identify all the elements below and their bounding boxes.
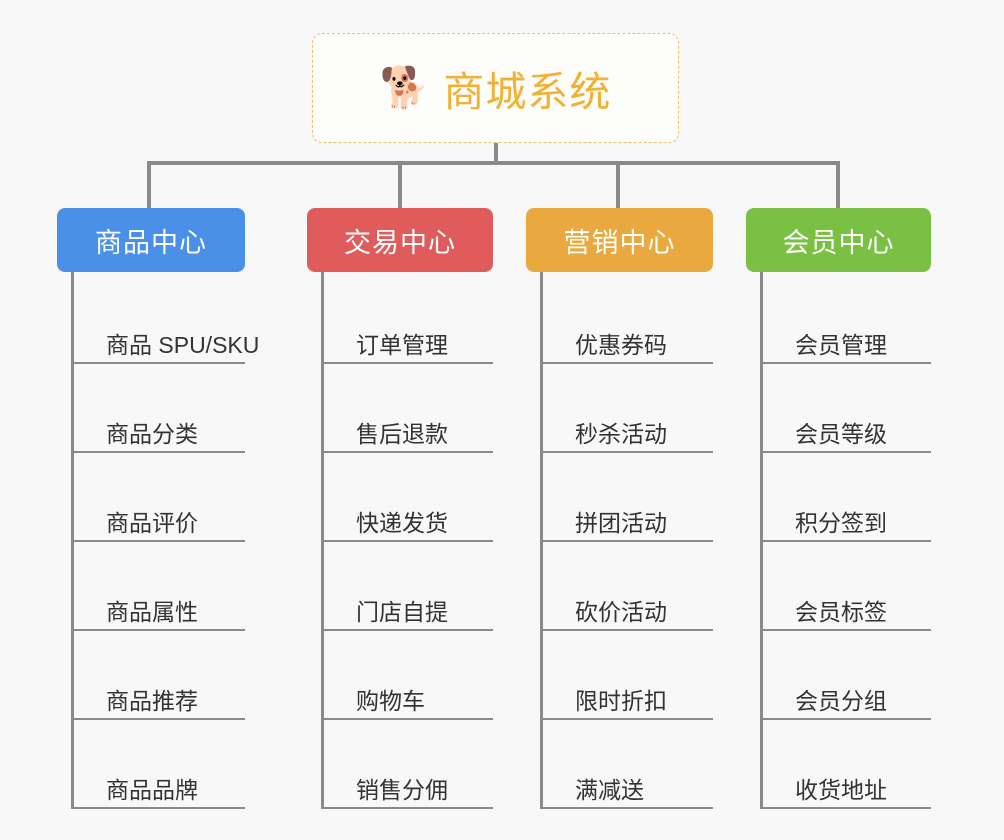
leaf-item-label: 限时折扣 <box>575 688 667 714</box>
leaf-item-label: 商品 SPU/SKU <box>106 332 260 358</box>
leaf-item-label: 商品推荐 <box>106 688 198 714</box>
category-label-trade-center: 交易中心 <box>344 227 456 258</box>
leaf-item[interactable]: 积分签到 <box>763 453 931 542</box>
leaf-item-label: 会员管理 <box>795 332 887 358</box>
leaf-item[interactable]: 满减送 <box>543 720 713 809</box>
leaf-item[interactable]: 售后退款 <box>324 364 493 453</box>
connector-root-stem <box>494 143 498 164</box>
leaf-item-label: 收货地址 <box>795 777 887 803</box>
leaf-item[interactable]: 限时折扣 <box>543 631 713 720</box>
root-node-shop-system[interactable]: 🐕 商城系统 <box>312 33 679 143</box>
leaf-item-label: 会员分组 <box>795 688 887 714</box>
branch-trunk-marketing-center: 优惠券码秒杀活动拼团活动砍价活动限时折扣满减送 <box>540 272 713 809</box>
leaf-item-label: 秒杀活动 <box>575 421 667 447</box>
leaf-item-label: 会员标签 <box>795 599 887 625</box>
leaf-item-label: 商品属性 <box>106 599 198 625</box>
root-node-title: 商城系统 <box>443 69 612 115</box>
leaf-item[interactable]: 商品属性 <box>74 542 245 631</box>
leaf-item-label: 购物车 <box>356 688 425 714</box>
leaf-item-label: 销售分佣 <box>356 777 448 803</box>
leaf-item[interactable]: 订单管理 <box>324 272 493 364</box>
category-box-product-center[interactable]: 商品中心 <box>57 208 245 272</box>
leaf-item-label: 快递发货 <box>356 510 448 536</box>
leaf-item[interactable]: 快递发货 <box>324 453 493 542</box>
connector-drop-trade-center <box>398 161 402 208</box>
shiba-dog-face-icon: 🐕 <box>379 66 430 110</box>
leaf-item-label: 砍价活动 <box>575 599 667 625</box>
leaf-item[interactable]: 砍价活动 <box>543 542 713 631</box>
column-marketing-center: 营销中心优惠券码秒杀活动拼团活动砍价活动限时折扣满减送 <box>526 208 713 809</box>
category-box-trade-center[interactable]: 交易中心 <box>307 208 493 272</box>
leaf-item-label: 满减送 <box>575 777 644 803</box>
leaf-item[interactable]: 优惠券码 <box>543 272 713 364</box>
leaf-item[interactable]: 商品分类 <box>74 364 245 453</box>
connector-drop-product-center <box>147 161 151 208</box>
leaf-item[interactable]: 收货地址 <box>763 720 931 809</box>
leaf-item[interactable]: 秒杀活动 <box>543 364 713 453</box>
column-product-center: 商品中心商品 SPU/SKU 商品分类商品评价商品属性商品推荐商品品牌 <box>57 208 259 809</box>
leaf-item[interactable]: 会员标签 <box>763 542 931 631</box>
leaf-item-label: 商品品牌 <box>106 777 198 803</box>
leaf-item-label: 商品分类 <box>106 421 198 447</box>
leaf-item[interactable]: 门店自提 <box>324 542 493 631</box>
category-label-product-center: 商品中心 <box>95 227 207 258</box>
column-trade-center: 交易中心订单管理售后退款快递发货门店自提购物车销售分佣 <box>307 208 493 809</box>
leaf-item-label: 积分签到 <box>795 510 887 536</box>
category-label-marketing-center: 营销中心 <box>563 227 676 258</box>
category-box-marketing-center[interactable]: 营销中心 <box>526 208 713 272</box>
leaf-item-label: 订单管理 <box>356 332 448 358</box>
category-label-member-center: 会员中心 <box>782 227 895 258</box>
leaf-item-label: 优惠券码 <box>575 332 667 358</box>
column-member-center: 会员中心会员管理会员等级积分签到会员标签会员分组收货地址 <box>746 208 931 809</box>
leaf-item[interactable]: 商品评价 <box>74 453 245 542</box>
connector-drop-member-center <box>836 161 840 208</box>
leaf-item[interactable]: 商品推荐 <box>74 631 245 720</box>
branch-trunk-trade-center: 订单管理售后退款快递发货门店自提购物车销售分佣 <box>321 272 493 809</box>
leaf-item[interactable]: 会员管理 <box>763 272 931 364</box>
leaf-item[interactable]: 会员分组 <box>763 631 931 720</box>
leaf-item[interactable]: 商品 SPU/SKU <box>74 272 259 364</box>
leaf-item-label: 门店自提 <box>356 599 448 625</box>
connector-horizontal-bus <box>149 161 839 165</box>
leaf-item-label: 拼团活动 <box>575 510 667 536</box>
leaf-item[interactable]: 销售分佣 <box>324 720 493 809</box>
leaf-item[interactable]: 商品品牌 <box>74 720 245 809</box>
leaf-item[interactable]: 会员等级 <box>763 364 931 453</box>
category-box-member-center[interactable]: 会员中心 <box>746 208 931 272</box>
leaf-item-label: 会员等级 <box>795 421 887 447</box>
leaf-item[interactable]: 购物车 <box>324 631 493 720</box>
leaf-item-label: 售后退款 <box>356 421 448 447</box>
leaf-item-label: 商品评价 <box>106 510 198 536</box>
connector-drop-marketing-center <box>616 161 620 208</box>
leaf-item[interactable]: 拼团活动 <box>543 453 713 542</box>
branch-trunk-member-center: 会员管理会员等级积分签到会员标签会员分组收货地址 <box>760 272 931 809</box>
branch-trunk-product-center: 商品 SPU/SKU 商品分类商品评价商品属性商品推荐商品品牌 <box>71 272 259 809</box>
